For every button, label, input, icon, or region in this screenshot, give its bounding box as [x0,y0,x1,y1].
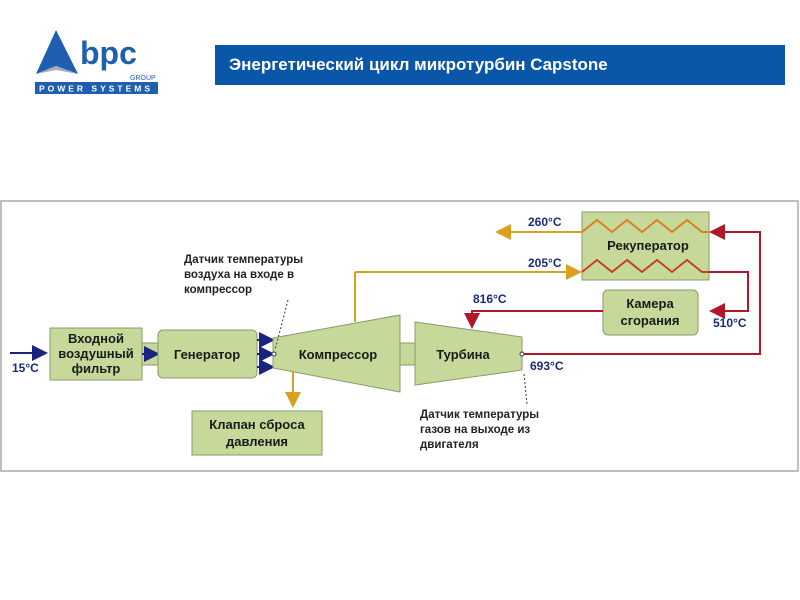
slide-title: Энергетический цикл микротурбин Capstone [215,45,785,85]
temp-compressor-out: 205°C [528,256,562,270]
hot-air-line [709,271,749,319]
exhaust-sensor-note: двигателя [420,439,479,451]
heat-exchanger-coil [581,218,709,234]
inlet-sensor-icon [271,351,277,357]
turbine-label: Турбина [436,347,490,362]
block-turbine [414,321,523,386]
inlet-sensor-leader [274,299,289,351]
block-combustor [602,289,699,336]
inlet-sensor-note: воздуха на входе в [184,269,294,281]
exhaust-sensor-icon [519,351,525,357]
inlet-sensor-note: компрессор [184,284,252,296]
valve-label: Клапан сброса [209,417,305,432]
exhaust-sensor-note: Датчик температуры [420,409,539,421]
logo-brand: bpc [80,35,137,71]
bpc-logo: bpc GROUP POWER SYSTEMS [34,28,160,96]
exhaust-sensor-leader [523,373,528,405]
generator-label: Генератор [174,347,240,362]
inlet-sensor-note: Датчик температуры [184,254,303,266]
block-filter [49,327,143,381]
block-compressor [272,314,401,393]
temp-inlet: 15°C [12,361,39,375]
recuperator-label: Рекуператор [607,238,689,253]
temp-exhaust: 260°C [528,215,562,229]
filter-label: Входной [68,331,124,346]
temp-recuperator-out: 510°C [713,316,747,330]
valve-label: давления [226,434,288,449]
turbine-exhaust-line [523,224,761,355]
combustor-label: сгорания [620,313,679,328]
block-valve [191,410,323,456]
logo-triangle-icon [36,30,78,74]
temp-turbine-in: 816°C [473,292,507,306]
temp-turbine-out: 693°C [530,359,564,373]
shaft [399,342,416,366]
microturbine-cycle-diagram: 15°C Входной воздушный фильтр Генератор … [0,200,799,472]
filter-label: воздушный [58,346,133,361]
exhaust-sensor-note: газов на выходе из [420,424,530,436]
filter-label: фильтр [72,361,121,376]
hot-gas-line [464,310,603,329]
logo-group: GROUP [130,75,156,82]
heat-exchanger-coil [581,258,709,274]
combustor-label: Камера [626,296,674,311]
compressor-label: Компрессор [299,347,378,362]
logo-tagline: POWER SYSTEMS [39,84,153,94]
